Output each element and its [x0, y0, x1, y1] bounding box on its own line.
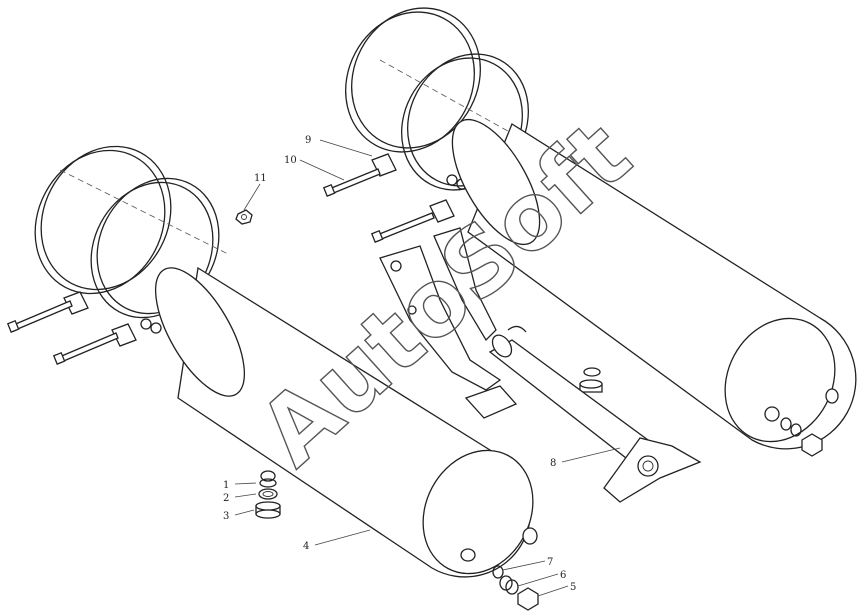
label-part-4: 4 [303, 541, 309, 552]
left-mounting-strap-outer [34, 145, 172, 295]
end-plug-part-5 [517, 587, 539, 611]
cross-tube-part-8 [488, 325, 650, 459]
label-part-8: 8 [550, 458, 556, 469]
left-air-tank [154, 266, 538, 578]
drain-plug-part-3 [255, 501, 281, 519]
label-part-9: 9 [305, 135, 311, 146]
label-part-11: 11 [254, 173, 267, 184]
label-part-6: 6 [560, 570, 566, 581]
left-strap-bolt-lower [52, 332, 119, 365]
label-part-5: 5 [570, 582, 576, 593]
end-washer-part-7 [492, 565, 504, 579]
right-air-tank [451, 118, 857, 457]
drain-washer-part-1 [259, 478, 277, 488]
drain-washer-part-2 [258, 488, 278, 500]
left-strap-clamp [63, 291, 162, 347]
label-part-3: 3 [223, 511, 229, 522]
left-strap-bolt-upper [6, 300, 73, 333]
right-strap-clamp [371, 153, 468, 223]
right-strap-bolt-lower [370, 212, 435, 243]
right-mounting-strap-outer [345, 7, 481, 153]
label-part-7: 7 [547, 557, 553, 568]
right-strap-bolt-upper [322, 168, 381, 197]
nut-part-11 [235, 209, 253, 225]
leader-lines [234, 139, 621, 597]
label-part-1: 1 [223, 480, 229, 491]
label-part-10: 10 [284, 155, 297, 166]
tank-bracket [379, 227, 518, 419]
tube-clamp-bracket [603, 437, 702, 503]
label-part-2: 2 [223, 493, 229, 504]
end-washer-part-6 [499, 575, 519, 595]
